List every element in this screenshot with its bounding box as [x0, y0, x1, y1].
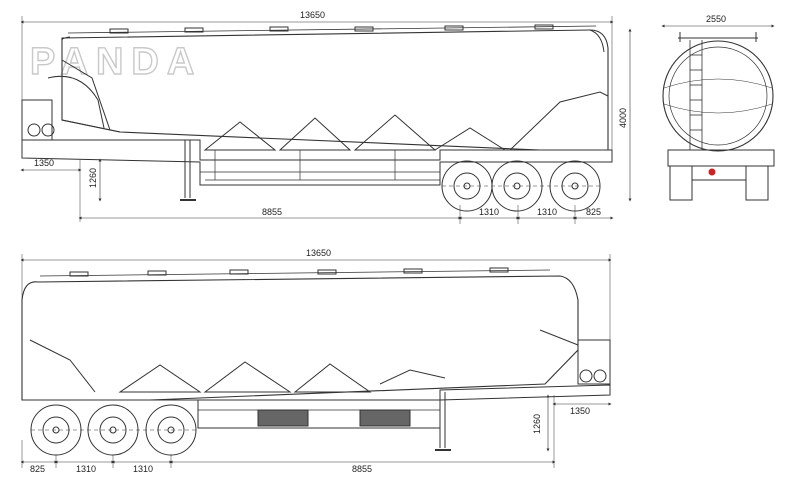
ladder: [689, 40, 703, 150]
bottom-front-overhang: 1350: [570, 406, 590, 416]
chassis-top: [21, 139, 613, 186]
bottom-kingpin-height: 1260: [532, 414, 542, 434]
hoppers-top: [203, 91, 609, 151]
landing-gear-top: [180, 140, 196, 201]
tank-body-bottom: [21, 275, 579, 401]
wheels-bottom: [30, 404, 197, 456]
top-kingpin-to-axle: 8855: [262, 207, 282, 217]
top-front-overhang: 1350: [34, 158, 54, 168]
end-wheel-right: [745, 165, 769, 201]
bottom-kingpin-to-axle: 8855: [352, 464, 372, 474]
front-valve-box-top: [21, 99, 53, 141]
end-view: 2550 4000: [618, 14, 775, 201]
landing-gear-bottom: [435, 392, 451, 451]
tank-body-top: [61, 29, 609, 151]
chassis-bottom: [22, 384, 611, 429]
top-overall-length: 13650: [300, 10, 325, 20]
top-axle-spacing-1: 1310: [479, 207, 499, 217]
manhole-row-top: [109, 24, 554, 34]
bottom-axle-spacing-2: 1310: [133, 464, 153, 474]
side-view-top: PANDA: [20, 10, 632, 224]
rear-light: [708, 168, 716, 176]
end-chassis: [667, 149, 775, 167]
front-valve-box-bottom: [577, 339, 611, 385]
top-rear-overhang: 825: [586, 207, 601, 217]
bottom-rear-overhang: 825: [30, 464, 45, 474]
top-kingpin-height: 1260: [88, 168, 98, 188]
end-width: 2550: [706, 14, 726, 24]
hoppers-bottom: [29, 329, 579, 393]
side-view-bottom: 13650 1350 1260 825 1310 1310 8855: [20, 248, 612, 474]
manhole-row-bottom: [69, 267, 509, 277]
end-wheel-left: [669, 165, 693, 201]
tank-cross-section: [662, 40, 774, 152]
bottom-axle-spacing-1: 1310: [76, 464, 96, 474]
end-height: 4000: [618, 108, 628, 128]
bottom-overall-length: 13650: [306, 248, 331, 258]
top-axle-spacing-2: 1310: [537, 207, 557, 217]
wheels-top: [441, 160, 601, 212]
